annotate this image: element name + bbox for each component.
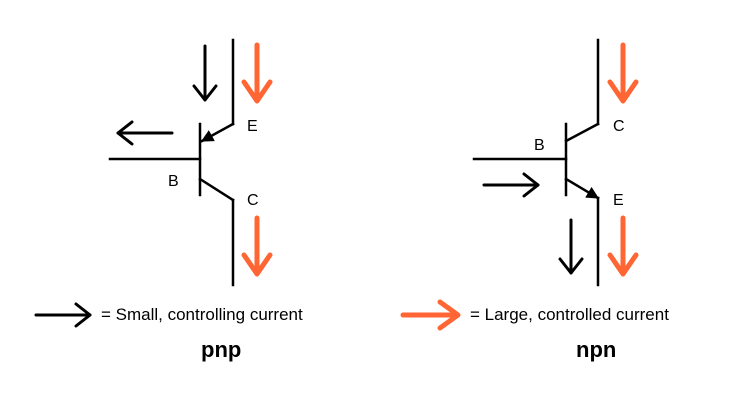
pnp-large-current-top-arrow: [241, 42, 273, 104]
npn-collector-diagonal: [564, 122, 600, 143]
pnp-small-current-down-arrow: [192, 44, 218, 102]
npn-base-label: B: [534, 137, 545, 154]
legend-small-arrow-icon: [34, 302, 92, 328]
npn-large-current-bottom-arrow: [607, 215, 639, 277]
legend: = Small, controlling current = Large, co…: [34, 299, 669, 331]
legend-large-arrow-icon: [400, 299, 461, 331]
npn-emitter-label: E: [613, 192, 624, 209]
npn-title: npn: [576, 337, 616, 362]
pnp-small-current-left-arrow: [116, 120, 174, 146]
pnp-emitter-label: E: [247, 118, 258, 135]
pnp-collector-label: C: [247, 192, 259, 209]
npn-small-current-right-arrow: [482, 172, 540, 198]
npn-small-current-down-arrow: [558, 218, 584, 275]
npn-large-current-top-arrow: [607, 42, 639, 104]
npn-collector-label: C: [613, 118, 625, 135]
npn-emitter-arrow: [564, 177, 600, 200]
npn-transistor: C B E: [472, 38, 639, 287]
legend-small-current-text: = Small, controlling current: [101, 305, 303, 324]
legend-large-current-text: = Large, controlled current: [470, 305, 669, 324]
pnp-base-label: B: [168, 173, 179, 190]
pnp-emitter-arrow: [200, 122, 235, 143]
pnp-collector-diagonal: [198, 177, 235, 202]
pnp-title: pnp: [201, 337, 241, 362]
pnp-transistor: E B C: [108, 38, 273, 287]
pnp-large-current-bottom-arrow: [241, 215, 273, 277]
